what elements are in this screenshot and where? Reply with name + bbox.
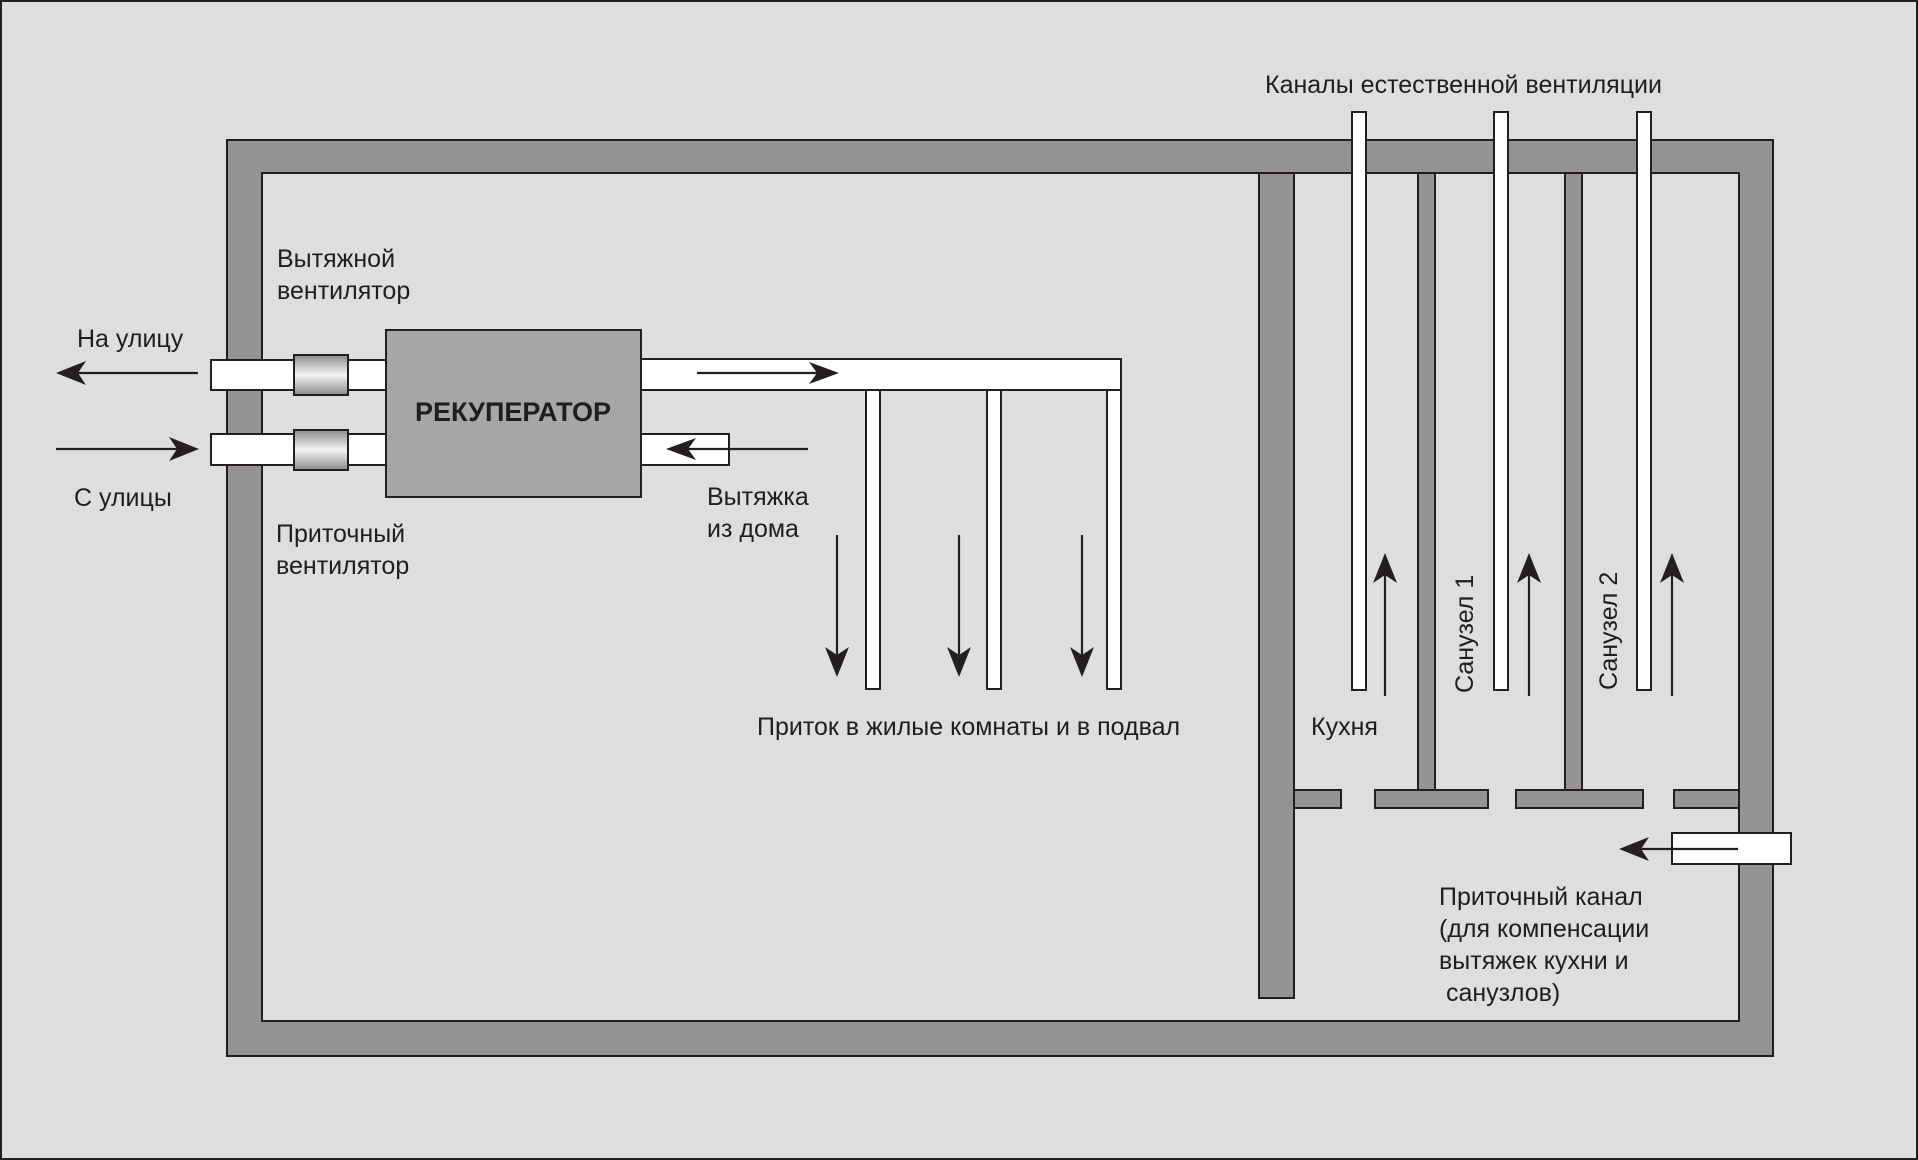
kitchen-bath1-bottom-wall [1374, 789, 1489, 809]
kitchen-vent-channel [1351, 111, 1367, 691]
supply-main-duct [639, 358, 1122, 391]
natural-channels-label: Каналы естественной вентиляции [1265, 71, 1662, 99]
supply-channel-label: Приточный канал (для компенсации вытяжек… [1439, 883, 1656, 1007]
kitchen-label: Кухня [1311, 713, 1378, 741]
supply-drop-2 [986, 389, 1002, 690]
bathroom-2-label: Санузел 2 [1595, 572, 1623, 690]
recuperator-label: РЕКУПЕРАТОР [415, 397, 611, 427]
bath2-up-arrow [1660, 553, 1684, 696]
house-exhaust-arrow [666, 438, 808, 460]
supply-drop-3 [1106, 389, 1122, 690]
house-wall [226, 139, 1774, 1057]
supply-fan-label: Приточный вентилятор [276, 520, 412, 580]
kitchen-bottom-wall-left [1293, 789, 1342, 809]
kitchen-up-arrow [1373, 553, 1397, 696]
kitchen-bath1-wall [1417, 172, 1436, 791]
bath2-bottom-wall-right [1673, 789, 1740, 809]
supply-fan [293, 429, 349, 471]
bathroom-1-label: Санузел 1 [1451, 575, 1479, 693]
bath1-bath2-wall [1564, 172, 1583, 791]
bath2-vent-channel [1636, 111, 1652, 691]
recuperator [385, 329, 642, 498]
to-street-arrow [56, 361, 198, 385]
bath1-vent-channel [1493, 111, 1509, 691]
bath1-bath2-bottom-wall [1515, 789, 1644, 809]
supply-drop-1 [865, 389, 881, 690]
supply-flow-arrow [697, 362, 839, 384]
bath1-up-arrow [1517, 553, 1541, 696]
partition-wall [1258, 172, 1295, 999]
house-exhaust-label: Вытяжка из дома [707, 483, 816, 543]
exhaust-fan [293, 354, 349, 396]
exhaust-fan-label: Вытяжной вентилятор [277, 245, 410, 305]
supply-down-arrow-1 [825, 535, 849, 677]
supply-down-arrow-3 [1070, 535, 1094, 677]
to-street-label: На улицу [77, 325, 184, 353]
supply-down-arrow-2 [947, 535, 971, 677]
from-street-label: С улицы [74, 484, 172, 512]
supply-channel-arrow [1619, 837, 1738, 861]
from-street-arrow [56, 437, 199, 461]
supply-rooms-label: Приток в жилые комнаты и в подвал [757, 713, 1180, 741]
